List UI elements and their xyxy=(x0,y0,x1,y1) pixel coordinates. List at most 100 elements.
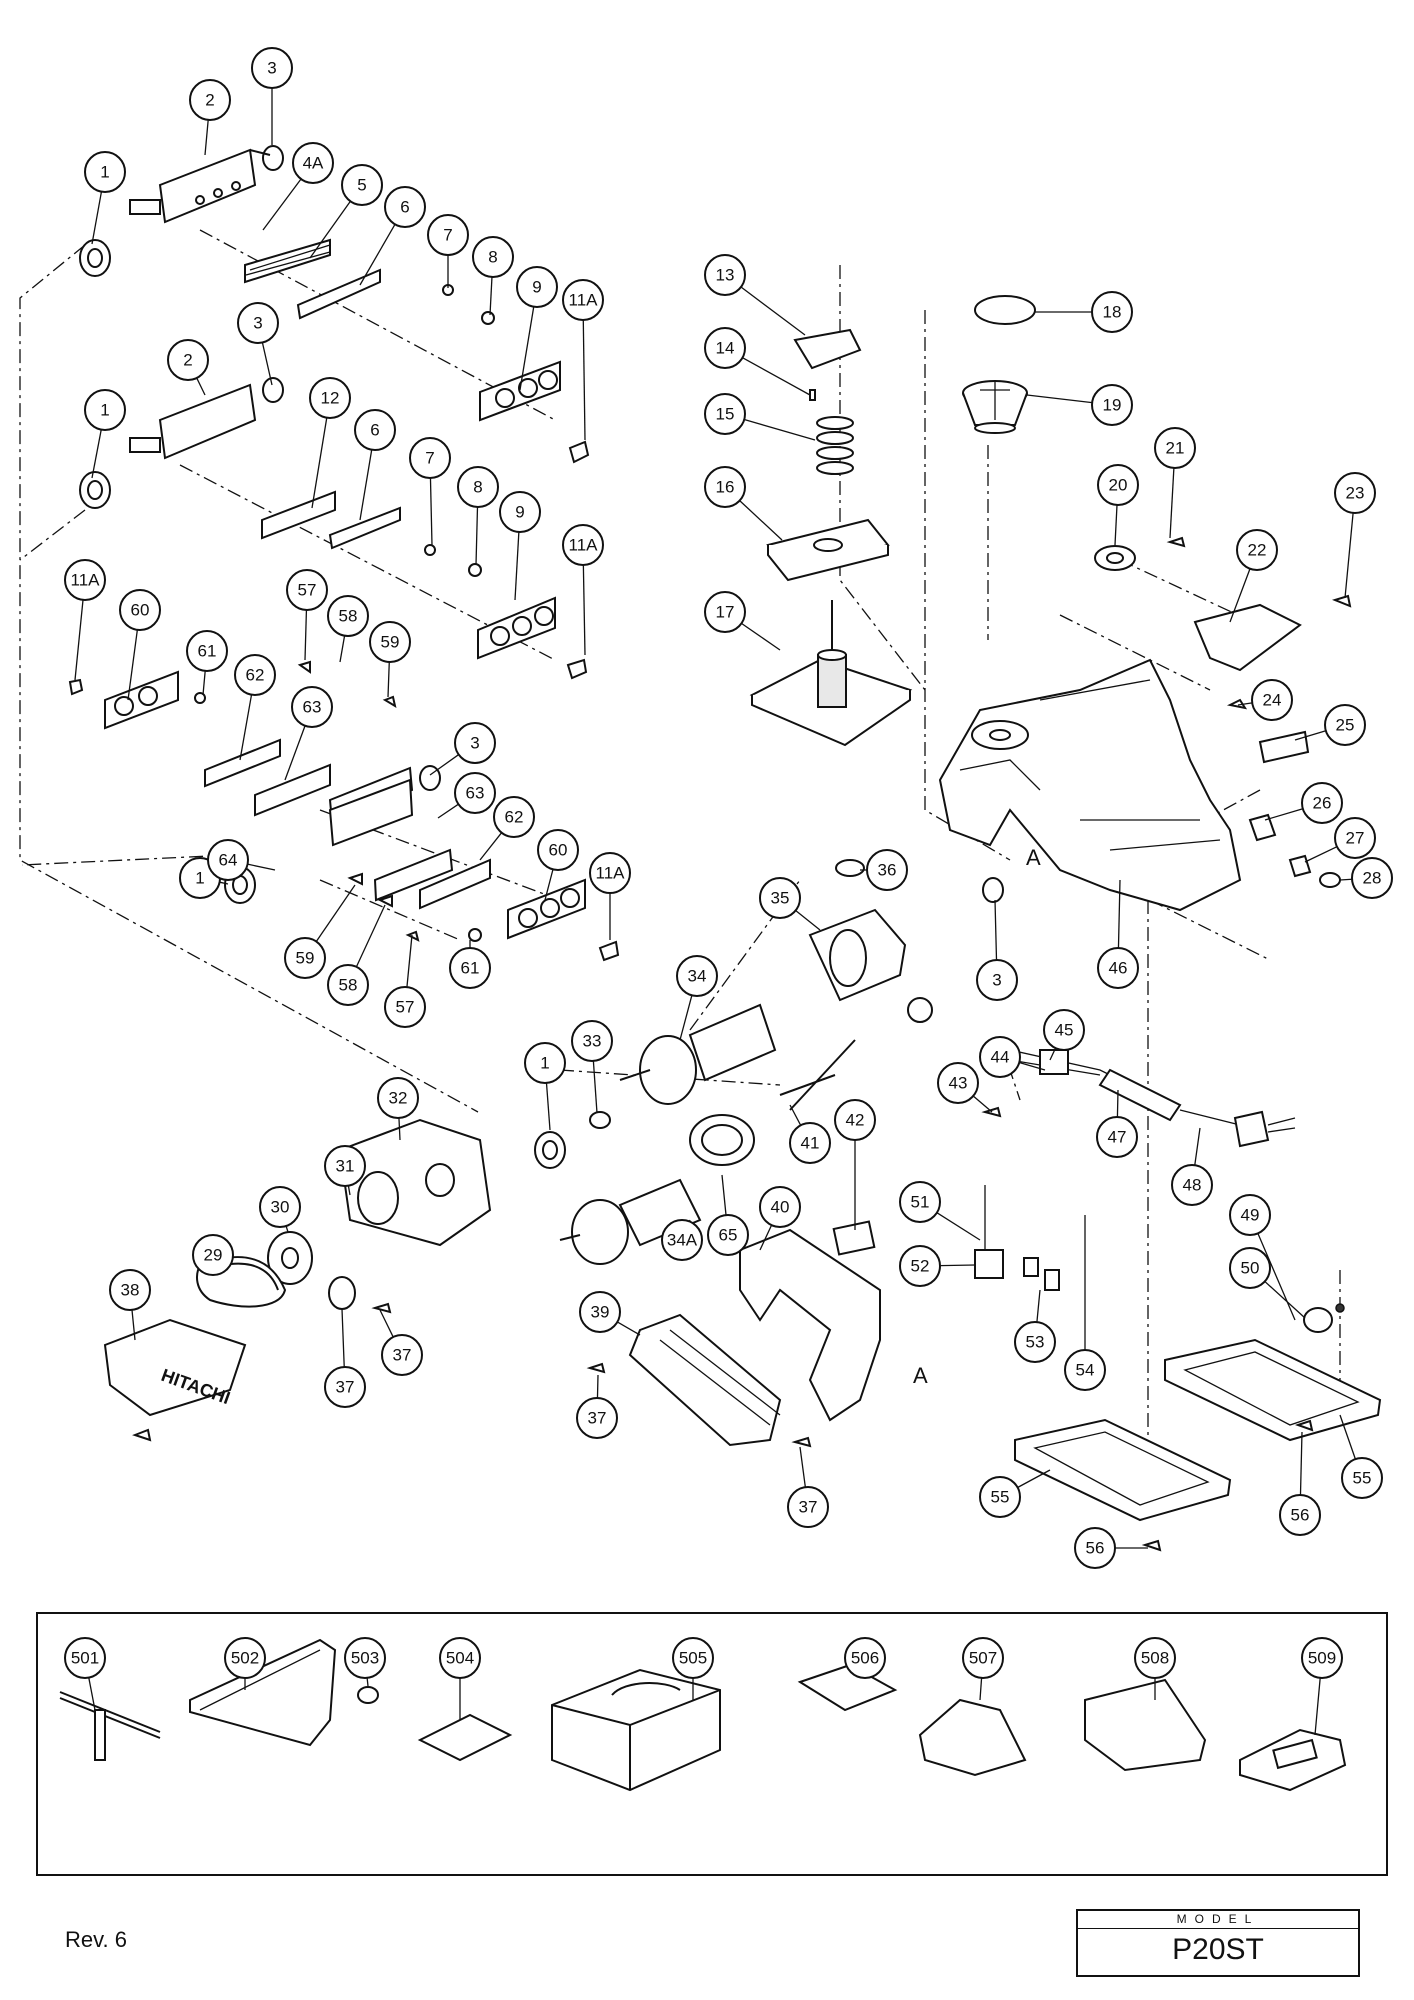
callout-leader xyxy=(355,904,386,968)
callout-leader xyxy=(1019,1061,1046,1071)
callout-leader xyxy=(742,357,811,396)
callout-number: 27 xyxy=(1346,829,1365,848)
callout-leader xyxy=(1117,879,1121,949)
callout-8: 8 xyxy=(457,466,499,566)
callout-circle xyxy=(84,151,126,193)
callout-circle xyxy=(64,1637,106,1679)
callout-number: 506 xyxy=(851,1649,879,1668)
callout-53: 53 xyxy=(1014,1289,1056,1363)
callout-number: 34A xyxy=(667,1231,698,1250)
callout-leader xyxy=(1026,394,1093,404)
callout-circle xyxy=(64,559,106,601)
callout-25: 25 xyxy=(1294,704,1366,746)
callout-leader xyxy=(91,191,103,245)
callout-number: 52 xyxy=(911,1257,930,1276)
callout-number: 23 xyxy=(1346,484,1365,503)
callout-leader xyxy=(939,1264,976,1267)
callout-leader xyxy=(936,1212,981,1241)
callout-leader xyxy=(1257,1233,1296,1321)
callout-circle xyxy=(787,1486,829,1528)
callout-46: 46 xyxy=(1097,879,1139,989)
callout-20: 20 xyxy=(1097,464,1139,546)
callout-12: 12 xyxy=(309,377,351,509)
callout-circle xyxy=(286,569,328,611)
callout-circle xyxy=(899,1245,941,1287)
callout-number: 9 xyxy=(532,278,541,297)
callout-number: 1 xyxy=(195,869,204,888)
callout-49: 49 xyxy=(1229,1194,1296,1321)
callout-number: 47 xyxy=(1108,1128,1127,1147)
callout-number: 21 xyxy=(1166,439,1185,458)
callout-number: 59 xyxy=(296,949,315,968)
callout-circle xyxy=(976,959,1018,1001)
callout-circle xyxy=(1236,529,1278,571)
callout-503: 503 xyxy=(344,1637,386,1687)
callout-leader xyxy=(398,1117,401,1141)
callout-leader xyxy=(759,1224,773,1251)
callout-circle xyxy=(516,266,558,308)
callout-circle xyxy=(457,466,499,508)
callout-2: 2 xyxy=(167,339,209,396)
callout-504: 504 xyxy=(439,1637,481,1720)
callout-circle xyxy=(369,621,411,663)
callout-number: 20 xyxy=(1109,476,1128,495)
marker-a-top: A xyxy=(1026,845,1041,870)
callout-circle xyxy=(341,164,383,206)
callout-number: 56 xyxy=(1291,1506,1310,1525)
callout-circle xyxy=(1064,1349,1106,1391)
callout-leader xyxy=(679,995,693,1041)
callout-9: 9 xyxy=(499,491,541,601)
callout-leader xyxy=(1237,702,1253,706)
callout-leader xyxy=(1114,504,1118,546)
callout-leader xyxy=(309,200,351,259)
callout-number: 56 xyxy=(1086,1539,1105,1558)
callout-505: 505 xyxy=(672,1637,714,1700)
callout-number: 505 xyxy=(679,1649,707,1668)
callout-leader xyxy=(1339,878,1353,881)
callout-number: 13 xyxy=(716,266,735,285)
callout-number: 39 xyxy=(591,1303,610,1322)
callout-circle xyxy=(344,1637,386,1679)
callout-circle xyxy=(979,1476,1021,1518)
callout-34: 34 xyxy=(676,955,718,1041)
handle-parts xyxy=(586,1074,881,1448)
callout-leader xyxy=(202,670,206,696)
callout-number: 58 xyxy=(339,607,358,626)
callout-circle xyxy=(381,1334,423,1376)
callout-circle xyxy=(189,79,231,121)
lever-assembly xyxy=(749,328,913,747)
callout-number: 62 xyxy=(505,808,524,827)
accessories-frame xyxy=(36,1612,1388,1876)
callout-8: 8 xyxy=(472,236,514,316)
callout-circle xyxy=(704,393,746,435)
callout-13: 13 xyxy=(704,254,806,336)
callout-circle xyxy=(1074,1527,1116,1569)
callout-29: 29 xyxy=(192,1234,234,1276)
callout-number: 59 xyxy=(381,633,400,652)
callout-number: 50 xyxy=(1241,1259,1260,1278)
callout-leader xyxy=(261,342,273,386)
callout-27: 27 xyxy=(1304,817,1376,863)
callout-circle xyxy=(1301,782,1343,824)
callout-leader xyxy=(219,881,229,885)
callout-leader xyxy=(592,1060,598,1114)
callout-leader xyxy=(596,1374,599,1399)
model-box-header: MODEL xyxy=(1078,1911,1358,1929)
callout-number: 54 xyxy=(1076,1361,1095,1380)
motor-parts xyxy=(534,859,1004,1265)
callout-leader xyxy=(979,1677,983,1701)
callout-leader xyxy=(489,276,493,316)
model-box: MODEL P20ST xyxy=(1076,1909,1360,1977)
callout-26: 26 xyxy=(1264,782,1343,824)
callout-circle xyxy=(979,1036,1021,1078)
callout-number: 45 xyxy=(1055,1021,1074,1040)
callout-number: 3 xyxy=(992,971,1001,990)
callout-circle xyxy=(324,1366,366,1408)
callout-number: 63 xyxy=(303,698,322,717)
callout-number: 502 xyxy=(231,1649,259,1668)
callout-42: 42 xyxy=(834,1099,876,1230)
callout-circle xyxy=(449,947,491,989)
callout-60: 60 xyxy=(537,829,579,901)
callout-59: 59 xyxy=(369,621,411,698)
